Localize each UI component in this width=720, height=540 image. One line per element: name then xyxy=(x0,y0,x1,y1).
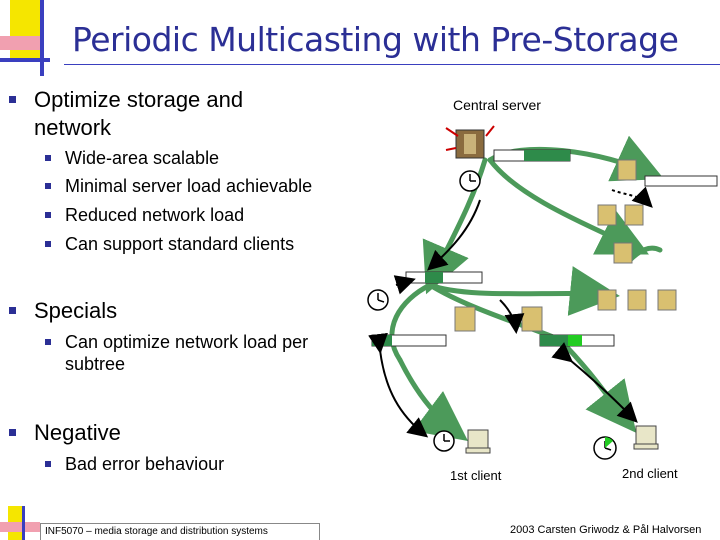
footer-decoration-red xyxy=(0,522,40,532)
sub-bullet-marker xyxy=(45,241,51,247)
bullet-specials: Specials xyxy=(34,298,118,323)
bullet-marker xyxy=(9,307,16,314)
sub-bullet-marker xyxy=(45,155,51,161)
sub-bullet-error: Bad error behaviour xyxy=(65,454,225,474)
server-icon xyxy=(445,125,495,159)
bullet-negative: Negative xyxy=(34,420,121,445)
first-client-label: 1st client xyxy=(450,468,502,483)
buffer-bars xyxy=(371,149,718,347)
sub-bullet-network-load: Reduced network load xyxy=(65,205,245,225)
title-underline xyxy=(64,64,720,65)
bullet-optimize: Optimize storage and network xyxy=(34,87,244,140)
sub-bullet-scalable: Wide-area scalable xyxy=(65,148,220,168)
request-arrows xyxy=(368,186,653,438)
sub-bullet-server-load: Minimal server load achievable xyxy=(65,176,313,196)
proxy-server-icons xyxy=(454,159,677,332)
sub-bullet-marker xyxy=(45,461,51,467)
sub-bullet-marker xyxy=(45,339,51,345)
sub-bullet-marker xyxy=(45,183,51,189)
sub-bullet-subtree: Can optimize network load per subtree xyxy=(65,332,309,374)
slide-title: Periodic Multicasting with Pre-Storage xyxy=(72,20,679,59)
sub-bullet-marker xyxy=(45,212,51,218)
corner-decoration-line-vertical xyxy=(40,0,44,76)
corner-decoration-red xyxy=(0,36,44,50)
corner-decoration-yellow xyxy=(10,0,40,60)
bullet-marker xyxy=(9,429,16,436)
bullet-marker xyxy=(9,96,16,103)
central-server-label: Central server xyxy=(453,97,541,113)
sub-bullet-standard-clients: Can support standard clients xyxy=(65,234,295,254)
footer-authors: 2003 Carsten Griwodz & Pål Halvorsen xyxy=(510,524,702,536)
second-client-label: 2nd client xyxy=(622,466,678,481)
client-computer-icons xyxy=(465,425,659,454)
footer-course-title: INF5070 – media storage and distribution… xyxy=(40,523,320,540)
corner-decoration-line-horizontal xyxy=(0,58,50,62)
footer-decoration-line xyxy=(22,506,25,540)
